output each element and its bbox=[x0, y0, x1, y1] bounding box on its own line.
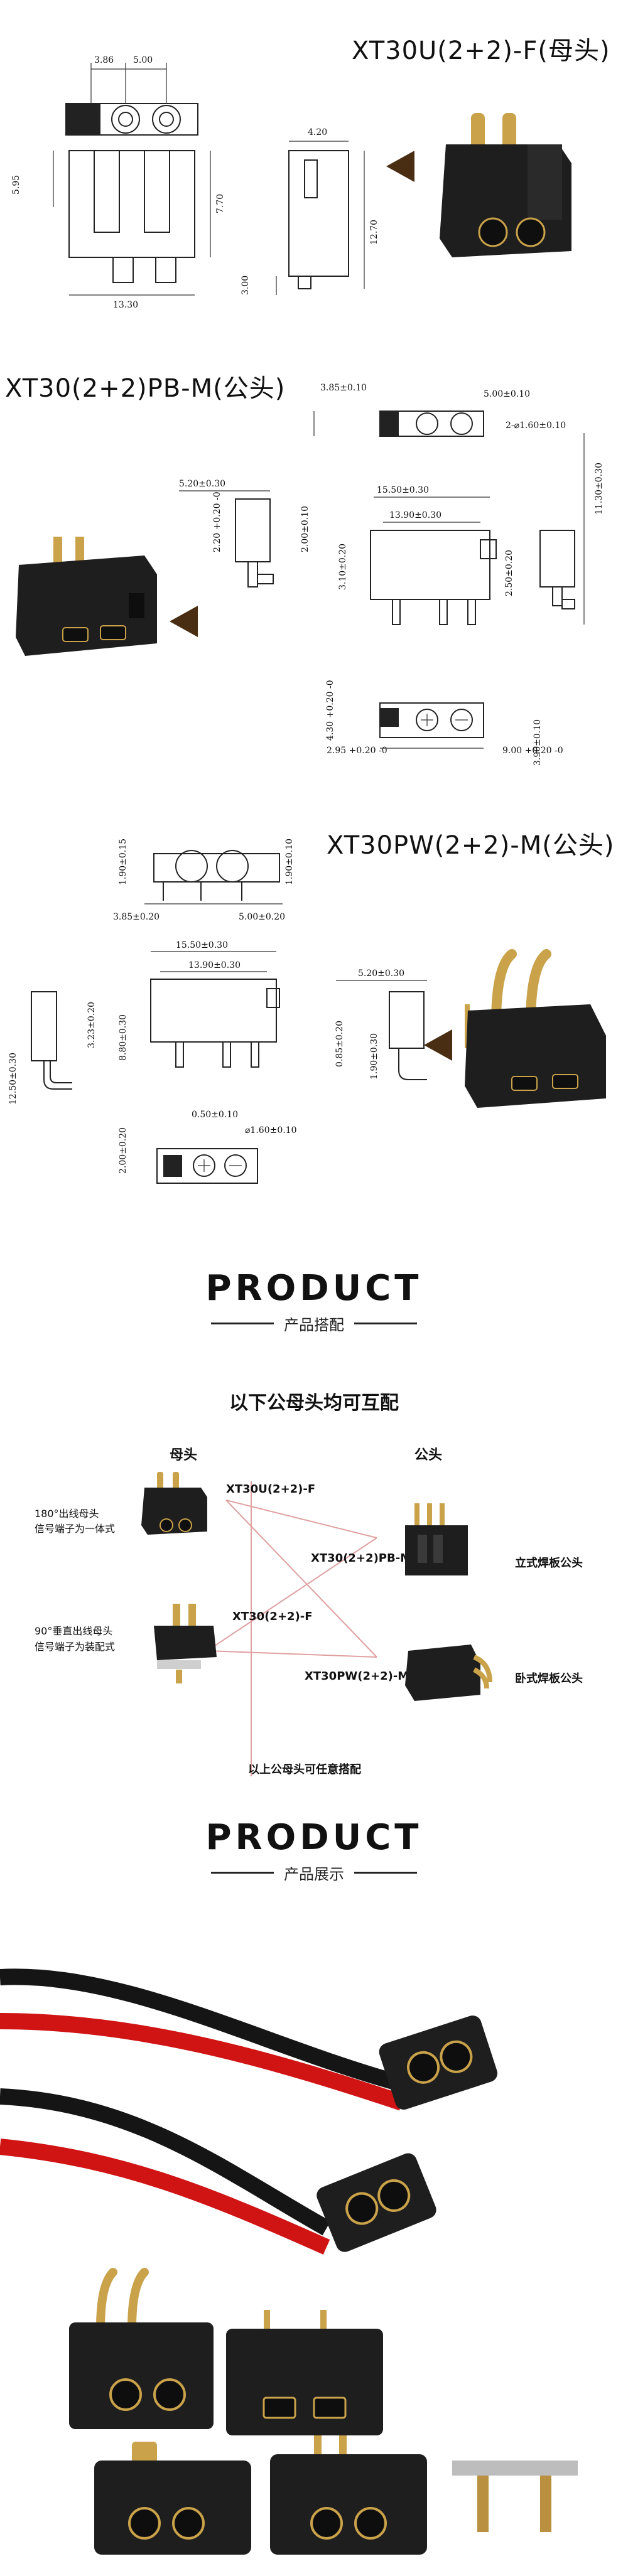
dim-14: 2.95 +0.20 -0 bbox=[327, 746, 387, 756]
xt30pw-m-photo bbox=[465, 949, 606, 1108]
pointer-arrow-icon bbox=[424, 1029, 452, 1061]
mating-diagram: 以下公母头均可互配 母头 公头 XT30U(2+2)-F 180°出线母头 信号… bbox=[0, 1375, 628, 1814]
product-subheading-row: 产品展示 bbox=[0, 1862, 628, 1884]
dim-14: ⌀1.60±0.10 bbox=[245, 1125, 297, 1135]
dim-3: 3.85±0.20 bbox=[113, 912, 160, 922]
product-header-display: PRODUCT 产品展示 bbox=[0, 1817, 628, 1884]
dim-4: 7.70 bbox=[215, 194, 225, 213]
dim-13: 0.50±0.10 bbox=[192, 1110, 238, 1120]
male-2-name: XT30PW(2+2)-M bbox=[305, 1670, 409, 1683]
dim-6: 2.20 +0.20 -0 bbox=[212, 491, 222, 552]
pointer-arrow-icon bbox=[170, 606, 198, 637]
dim-4: 5.00±0.20 bbox=[239, 912, 285, 922]
technical-drawing: 1.90±0.15 1.90±0.10 3.85±0.20 5.00±0.20 … bbox=[8, 839, 452, 1184]
dim-4: 2.00±0.10 bbox=[300, 506, 310, 552]
female-1-name: XT30U(2+2)-F bbox=[226, 1483, 316, 1496]
section-title: XT30PW(2+2)-M(公头) bbox=[327, 831, 615, 860]
xt30-pb-m-photo bbox=[16, 537, 157, 656]
mating-footer: 以上公母头可任意搭配 bbox=[248, 1763, 361, 1776]
dim-2: 1.90±0.10 bbox=[284, 839, 295, 885]
mating-title: 以下公母头均可互配 bbox=[229, 1392, 399, 1414]
male-1-desc: 立式焊板公头 bbox=[515, 1557, 583, 1570]
technical-drawing: 3.86 5.00 5.95 7.70 13.30 4.20 12.70 3.0… bbox=[11, 55, 414, 310]
product-showcase-photo bbox=[0, 1968, 578, 2555]
male-1-name: XT30(2+2)PB-M bbox=[311, 1552, 412, 1565]
product-subheading: 产品展示 bbox=[284, 1865, 344, 1883]
dim-9: 3.23±0.20 bbox=[87, 1002, 97, 1048]
section-xt30pw-m: XT30PW(2+2)-M(公头) 1.90±0.15 1.90±0.10 3.… bbox=[0, 785, 628, 1211]
male-header: 公头 bbox=[414, 1447, 443, 1463]
dim-5: 5.20±0.30 bbox=[179, 479, 225, 489]
female-2-name: XT30(2+2)-F bbox=[232, 1610, 313, 1623]
dim-5: 13.30 bbox=[113, 300, 138, 310]
dim-3: 5.95 bbox=[11, 175, 21, 195]
dim-15: 9.00 +0.20 -0 bbox=[502, 746, 563, 756]
male-2-photo bbox=[405, 1645, 492, 1701]
dim-11: 0.85±0.20 bbox=[335, 1021, 345, 1067]
female-header: 母头 bbox=[170, 1447, 198, 1463]
female-2-desc-1: 90°垂直出线母头 bbox=[35, 1625, 113, 1637]
section-title: XT30(2+2)PB-M(公头) bbox=[5, 374, 286, 403]
dim-2: 5.00 bbox=[133, 55, 153, 65]
dim-10: 8.80±0.30 bbox=[118, 1014, 128, 1061]
male-2-desc: 卧式焊板公头 bbox=[515, 1672, 583, 1685]
dim-7: 12.70 bbox=[369, 220, 379, 245]
technical-drawing: 3.85±0.10 5.00±0.10 2-⌀1.60±0.10 2.00±0.… bbox=[170, 383, 604, 766]
section-title: XT30U(2+2)-F(母头) bbox=[352, 36, 610, 65]
dim-12: 1.90±0.30 bbox=[369, 1033, 379, 1080]
dim-6: 4.20 bbox=[308, 127, 327, 137]
dim-2: 5.00±0.10 bbox=[484, 389, 530, 399]
female-2-desc-2: 信号端子为装配式 bbox=[35, 1641, 116, 1653]
male-1-photo bbox=[405, 1503, 468, 1575]
female-1-photo bbox=[141, 1472, 207, 1535]
dim-8: 3.00 bbox=[241, 276, 251, 295]
section-xt30u-f: XT30U(2+2)-F(母头) 3.86 5.00 5.95 7.70 bbox=[0, 0, 628, 352]
xt30u-f-photo bbox=[440, 113, 571, 257]
divider bbox=[211, 1323, 274, 1324]
divider bbox=[354, 1323, 417, 1324]
product-heading: PRODUCT bbox=[205, 1817, 423, 1858]
dim-6: 13.90±0.30 bbox=[188, 960, 241, 970]
pointer-arrow-icon bbox=[386, 151, 414, 182]
section-xt30-pb-m: XT30(2+2)PB-M(公头) 3.85±0.10 5.00±0.10 2-… bbox=[0, 352, 628, 785]
dim-9: 3.10±0.20 bbox=[338, 544, 348, 590]
dim-13: 4.30 +0.20 -0 bbox=[325, 680, 335, 741]
product-heading: PRODUCT bbox=[205, 1268, 423, 1309]
female-1-desc-1: 180°出线母头 bbox=[35, 1508, 99, 1520]
product-subheading: 产品搭配 bbox=[284, 1316, 344, 1334]
dim-10: 2.50±0.20 bbox=[504, 550, 514, 596]
product-header-matching: PRODUCT 产品搭配 bbox=[0, 1268, 628, 1334]
dim-7: 5.20±0.30 bbox=[358, 969, 404, 979]
dim-7: 15.50±0.30 bbox=[377, 485, 429, 495]
dim-15: 2.00±0.20 bbox=[118, 1127, 128, 1174]
dim-8: 13.90±0.30 bbox=[389, 510, 441, 520]
dim-3: 2-⌀1.60±0.10 bbox=[506, 421, 566, 431]
dim-1: 3.86 bbox=[94, 55, 114, 65]
dim-11: 11.30±0.30 bbox=[594, 463, 604, 515]
dim-1: 3.85±0.10 bbox=[320, 383, 367, 393]
product-subheading-row: 产品搭配 bbox=[0, 1312, 628, 1334]
dim-1: 1.90±0.15 bbox=[118, 839, 128, 885]
mating-lines bbox=[207, 1481, 377, 1776]
dim-5: 15.50±0.30 bbox=[176, 940, 228, 950]
dim-12: 3.90±0.10 bbox=[533, 719, 543, 766]
female-2-photo bbox=[154, 1604, 217, 1683]
divider bbox=[354, 1872, 417, 1874]
divider bbox=[211, 1872, 274, 1874]
dim-8: 12.50±0.30 bbox=[8, 1053, 18, 1105]
female-1-desc-2: 信号端子为一体式 bbox=[35, 1523, 116, 1535]
